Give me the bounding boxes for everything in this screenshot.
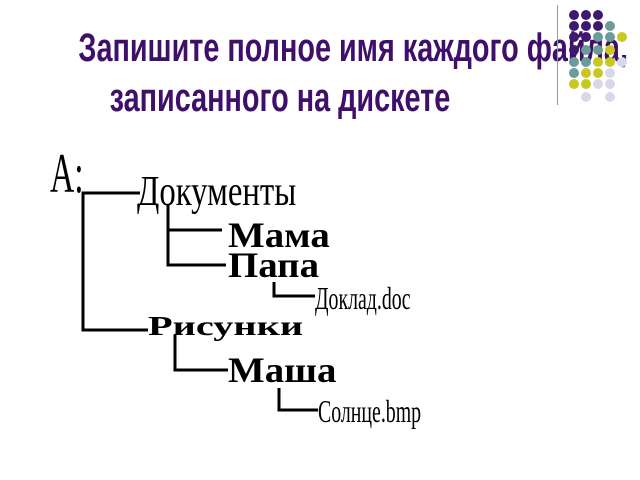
decorative-dot [569, 57, 579, 67]
decorative-dot [569, 21, 579, 31]
decorative-dot [581, 32, 591, 42]
decorative-dot [569, 10, 579, 20]
decorative-dot [593, 68, 603, 78]
decorative-dot [581, 92, 591, 102]
decorative-dot [617, 57, 627, 67]
tree-folder-papa: Папа [228, 245, 320, 285]
decorative-dot [569, 45, 579, 55]
connector-papa [272, 282, 315, 298]
decorative-dot [581, 10, 591, 20]
title-divider-line [557, 5, 558, 105]
decorative-dot [617, 32, 627, 42]
decorative-dot [605, 68, 615, 78]
decorative-dot [605, 32, 615, 42]
decorative-dot [581, 21, 591, 31]
tree-folder-mama: Мама [228, 215, 330, 255]
decorative-dot [593, 57, 603, 67]
decorative-dot [593, 79, 603, 89]
tree-root-drive: A: [50, 143, 84, 205]
decorative-dot [569, 68, 579, 78]
tree-file-report: Доклад.doc [315, 280, 411, 316]
tree-folder-documents: Документы [137, 169, 297, 215]
decorative-dot [605, 92, 615, 102]
decorative-dot [593, 45, 603, 55]
slide-title-line2: записанного на дискете [109, 76, 451, 120]
decorative-dot [593, 32, 603, 42]
tree-folder-masha: Маша [228, 350, 337, 390]
decorative-dot [593, 21, 603, 31]
tree-folder-pictures: Рисунки [148, 310, 304, 341]
connector-pictures [173, 335, 228, 372]
connector-masha [277, 388, 318, 412]
decorative-dot [605, 79, 615, 89]
decorative-dot [569, 79, 579, 89]
tree-file-sun: Солнце.bmp [318, 393, 422, 429]
decorative-dot [581, 45, 591, 55]
decorative-dot [569, 32, 579, 42]
decorative-dot [581, 57, 591, 67]
connector-root [81, 191, 148, 332]
connector-documents [166, 205, 226, 267]
decorative-dot [605, 57, 615, 67]
decorative-dot [581, 79, 591, 89]
decorative-dot [605, 45, 615, 55]
decorative-dot [593, 10, 603, 20]
decorative-dot [581, 68, 591, 78]
decorative-dot [605, 21, 615, 31]
